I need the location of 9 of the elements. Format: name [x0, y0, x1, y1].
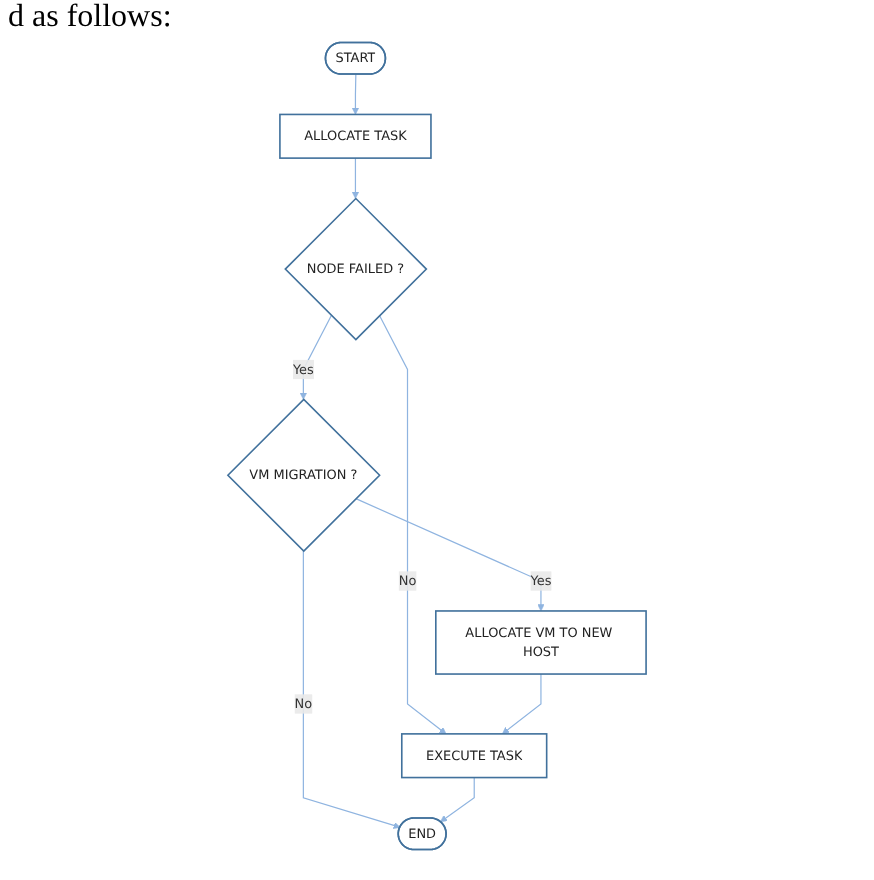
arrow: [351, 73, 359, 115]
arrow: [355, 498, 545, 612]
arrow: [502, 673, 542, 735]
arrow: [351, 157, 359, 199]
arrow: [378, 314, 447, 735]
arrow: [440, 776, 475, 823]
arrow: [299, 314, 332, 400]
arrow: [302, 550, 401, 829]
text-fragment: d as follows:: [8, 0, 174, 36]
